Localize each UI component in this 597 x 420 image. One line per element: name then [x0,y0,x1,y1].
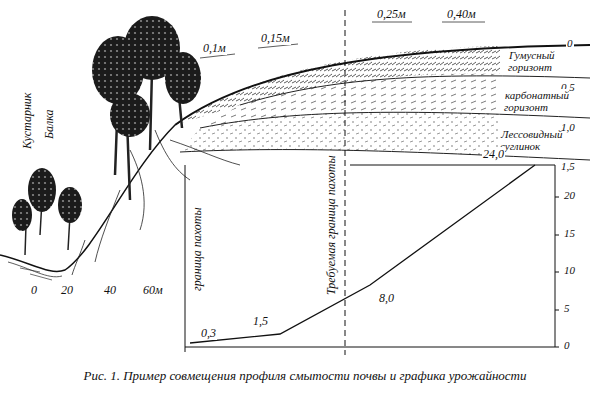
label-text: 1,5 [560,160,576,172]
label-text: 0 [566,37,574,49]
figure-label: 1,0 [560,121,576,133]
figure-label: 0 [30,284,38,297]
label-text: 0,25м [376,7,407,21]
label-text: 5 [563,302,571,314]
figure-label: 24,0 [482,148,505,161]
label-text: 1,0 [560,121,576,133]
caption-text: Рис. 1. Пример совмещения профиля смытос… [83,368,526,383]
label-text: 8,0 [378,291,395,305]
figure-label: 8,0 [378,292,395,305]
label-text: Требуемая граница пахоты [324,154,338,296]
figure-label: Требуемая граница пахоты [325,154,338,296]
figure-label: 0,3 [200,327,217,340]
label-text: 10 [563,264,576,276]
label-text: 20 [563,189,576,201]
figure-label: 0,40м [446,8,477,21]
figure-label: 1,5 [560,160,576,172]
label-text: Лессовидный суглинок [500,128,562,152]
figure-label: Гумусный горизонт [508,49,570,73]
figure-label: 5 [563,302,571,314]
label-text: 0,3 [200,326,217,340]
label-text: 24,0 [482,147,505,161]
figure-label: 0 [563,339,571,351]
label-text: Балка [42,108,56,140]
label-text: Кустарник [20,92,34,150]
figure-label: 20 [563,189,576,201]
figure-label: 20 [60,284,74,297]
figure-label: 1,5 [252,315,269,328]
label-text: 0,40м [446,7,477,21]
figure-caption: Рис. 1. Пример совмещения профиля смытос… [70,368,540,384]
figure-label: 0,1м [202,42,227,55]
figure-label: 0,15м [260,32,291,45]
label-text: 0 [30,283,38,297]
label-text: граница пахоты [190,206,204,292]
figure-label: 15 [563,227,576,239]
figure-label: Лессовидный суглинок [500,128,578,152]
figure-label: Кустарник [21,92,34,150]
figure-label: 60м [142,284,164,297]
label-text: карбонатный горизонт [504,89,569,113]
figure-label: 10 [563,264,576,276]
figure-label: Балка [43,108,56,140]
figure-label: 0 [566,37,574,49]
label-text: 15 [563,227,576,239]
figure-label: карбонатный горизонт [504,89,576,113]
label-text: Гумусный горизонт [508,49,555,73]
label-text: 40 [103,283,117,297]
label-text: 0,15м [260,31,291,45]
label-text: 20 [60,283,74,297]
figure-label: 0,25м [376,8,407,21]
label-text: 1,5 [252,314,269,328]
figure-label: граница пахоты [191,206,204,292]
label-text: 60м [142,283,164,297]
label-text: 0 [563,339,571,351]
label-text: 0,1м [202,41,227,55]
figure-label: 40 [103,284,117,297]
